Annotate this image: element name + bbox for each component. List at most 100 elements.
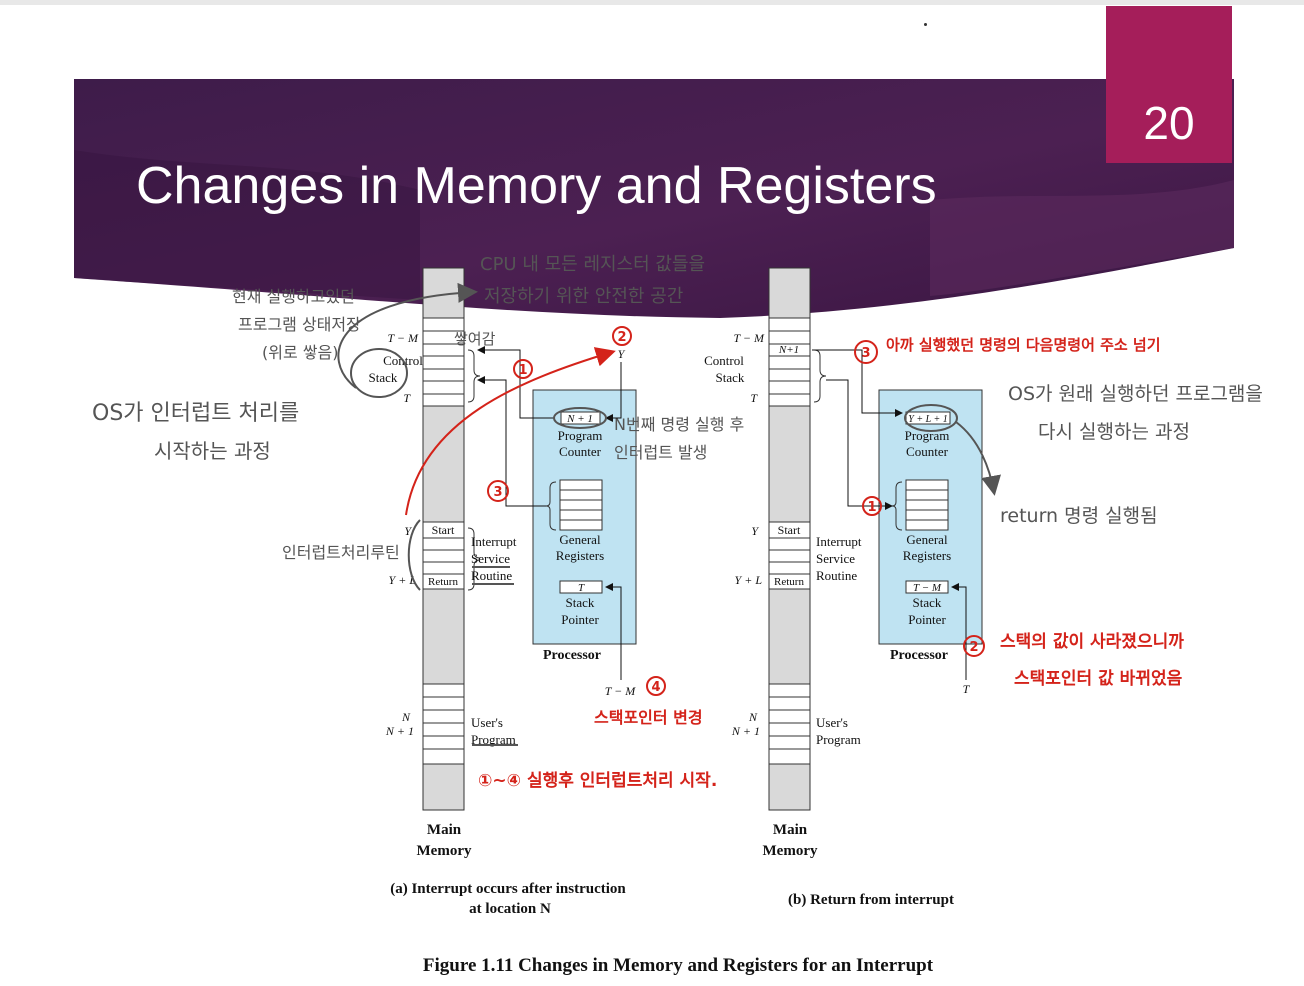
- step-3-a: 3: [493, 485, 502, 500]
- mem-b-memory: Memory: [763, 843, 818, 859]
- mem-a-isr1: Interrupt: [471, 534, 517, 549]
- pc-label1-b: Program: [905, 428, 950, 443]
- mem-a-y: Y: [404, 524, 412, 538]
- mem-a-user1: User's: [471, 715, 503, 730]
- mem-a-main: Main: [427, 822, 462, 838]
- caption-b: (b) Return from interrupt: [788, 892, 954, 908]
- mem-b-n1: N + 1: [731, 724, 760, 738]
- note-current-3: (위로 쌓음): [262, 343, 338, 362]
- title-banner: [74, 79, 1234, 318]
- mem-a-user2: Program: [471, 732, 516, 747]
- mem-b-user1: User's: [816, 715, 848, 730]
- mem-b-stack-top: N+1: [778, 344, 799, 356]
- sp-value-b: T − M: [913, 582, 942, 594]
- pc-label1-a: Program: [558, 428, 603, 443]
- gr-label1-b: General: [906, 532, 948, 547]
- caption-a-line2: at location N: [469, 901, 551, 917]
- step-4-a: 4: [651, 680, 660, 695]
- note-os-start-1: OS가 인터럽트 처리를: [92, 401, 299, 426]
- processor-label-a: Processor: [543, 648, 601, 663]
- processor-label-b: Processor: [890, 648, 948, 663]
- sp-tm-label-a: T − M: [605, 684, 637, 698]
- mem-b-n: N: [748, 710, 758, 724]
- note-current-2: 프로그램 상태저장: [238, 315, 361, 334]
- gr-label1-a: General: [559, 532, 601, 547]
- note-next-instr: 아까 실행했던 명령의 다음명령어 주소 넘기: [886, 336, 1161, 354]
- mem-b-yl: Y + L: [735, 573, 763, 587]
- gray-marks: [337, 282, 1001, 746]
- note-cpu-regs-1: CPU 내 모든 레지스터 값들을: [480, 254, 705, 275]
- mem-b-isr2: Service: [816, 551, 855, 566]
- red-marks: [405, 326, 985, 696]
- note-isr: 인터럽트처리루틴: [282, 543, 400, 562]
- note-nth-1: N번째 명령 실행 후: [614, 415, 744, 434]
- pc-value-a: N + 1: [566, 413, 593, 425]
- gr-label2-a: Registers: [556, 548, 604, 563]
- note-sp-restore-1: 스택의 값이 사라졌으니까: [1000, 632, 1184, 652]
- sp-label1-a: Stack: [566, 595, 595, 610]
- slide-title: Changes in Memory and Registers: [136, 157, 937, 215]
- top-edge: [0, 0, 1304, 5]
- mem-b-isr1: Interrupt: [816, 534, 862, 549]
- note-sp-restore-2: 스택포인터 값 바뀌었음: [1014, 668, 1183, 689]
- pc-y-label-a: Y: [618, 347, 626, 361]
- step-1-b: 1: [867, 500, 876, 515]
- sp-value-a: T: [578, 582, 585, 594]
- mem-a-return: Return: [428, 576, 458, 588]
- pc-label2-a: Counter: [559, 444, 602, 459]
- arrows-a: [477, 346, 622, 680]
- pc-label2-b: Counter: [906, 444, 949, 459]
- mem-b-y: Y: [751, 524, 759, 538]
- pc-value-b: Y + L + 1: [908, 414, 947, 425]
- note-current-1: 현재 실행하고있던: [232, 287, 355, 306]
- mem-a-isr3: Routine: [471, 568, 512, 583]
- mem-a-n1: N + 1: [385, 724, 414, 738]
- note-os-resume-2: 다시 실행하는 과정: [1038, 421, 1190, 443]
- mem-a-n: N: [401, 710, 411, 724]
- mem-b-stack: Stack: [716, 370, 745, 385]
- mem-b-user2: Program: [816, 732, 861, 747]
- figure-caption: Figure 1.11 Changes in Memory and Regist…: [423, 955, 934, 976]
- processor-box-b: [878, 389, 983, 645]
- stray-dot: [924, 23, 927, 26]
- step-2-a: 2: [617, 330, 626, 345]
- note-nth-2: 인터럽트 발생: [614, 443, 707, 462]
- memory-column-b: [768, 267, 827, 811]
- memory-column-a: [422, 267, 481, 811]
- slide-number-badge: 20: [1106, 6, 1232, 163]
- note-os-start-2: 시작하는 과정: [154, 439, 271, 463]
- mem-b-tm: T − M: [733, 331, 765, 345]
- gray-annotations: CPU 내 모든 레지스터 값들을 저장하기 위한 안전한 공간 현재 실행하고…: [92, 254, 1263, 562]
- mem-a-stack: Stack: [369, 370, 398, 385]
- arrows-b: [812, 349, 967, 680]
- caption-a-line1: (a) Interrupt occurs after instruction: [390, 881, 626, 897]
- note-steps: ①~④ 실행후 인터럽트처리 시작.: [478, 770, 717, 791]
- note-push: 쌓여감: [454, 330, 496, 348]
- mem-b-main: Main: [773, 822, 808, 838]
- note-os-resume-1: OS가 원래 실행하던 프로그램을: [1008, 383, 1263, 405]
- mem-a-t: T: [403, 391, 411, 405]
- step-2-b: 2: [969, 640, 978, 655]
- mem-a-tm: T − M: [387, 331, 419, 345]
- step-3-b: 3: [861, 346, 870, 361]
- note-sp-change: 스택포인터 변경: [594, 708, 703, 727]
- mem-b-control: Control: [704, 353, 744, 368]
- sp-label2-b: Pointer: [908, 612, 946, 627]
- mem-a-start: Start: [432, 523, 455, 537]
- note-return-exec: return 명령 실행됨: [1000, 505, 1158, 527]
- sp-t-label-b: T: [963, 682, 971, 696]
- mem-a-isr2: Service: [471, 551, 510, 566]
- red-annotations: 2 1 3 4 3 1 2 스택포인터 변경 ①~④ 실행후 인터럽트처리 시작…: [478, 330, 1184, 791]
- sp-label1-b: Stack: [913, 595, 942, 610]
- mem-b-isr3: Routine: [816, 568, 857, 583]
- mem-a-yl: Y + L: [389, 573, 417, 587]
- gr-label2-b: Registers: [903, 548, 951, 563]
- mem-b-start: Start: [778, 523, 801, 537]
- mem-b-t: T: [750, 391, 758, 405]
- step-1-a: 1: [518, 363, 527, 378]
- mem-b-return: Return: [774, 576, 804, 588]
- mem-a-memory: Memory: [417, 843, 472, 859]
- note-cpu-regs-2: 저장하기 위한 안전한 공간: [484, 286, 683, 307]
- sp-label2-a: Pointer: [561, 612, 599, 627]
